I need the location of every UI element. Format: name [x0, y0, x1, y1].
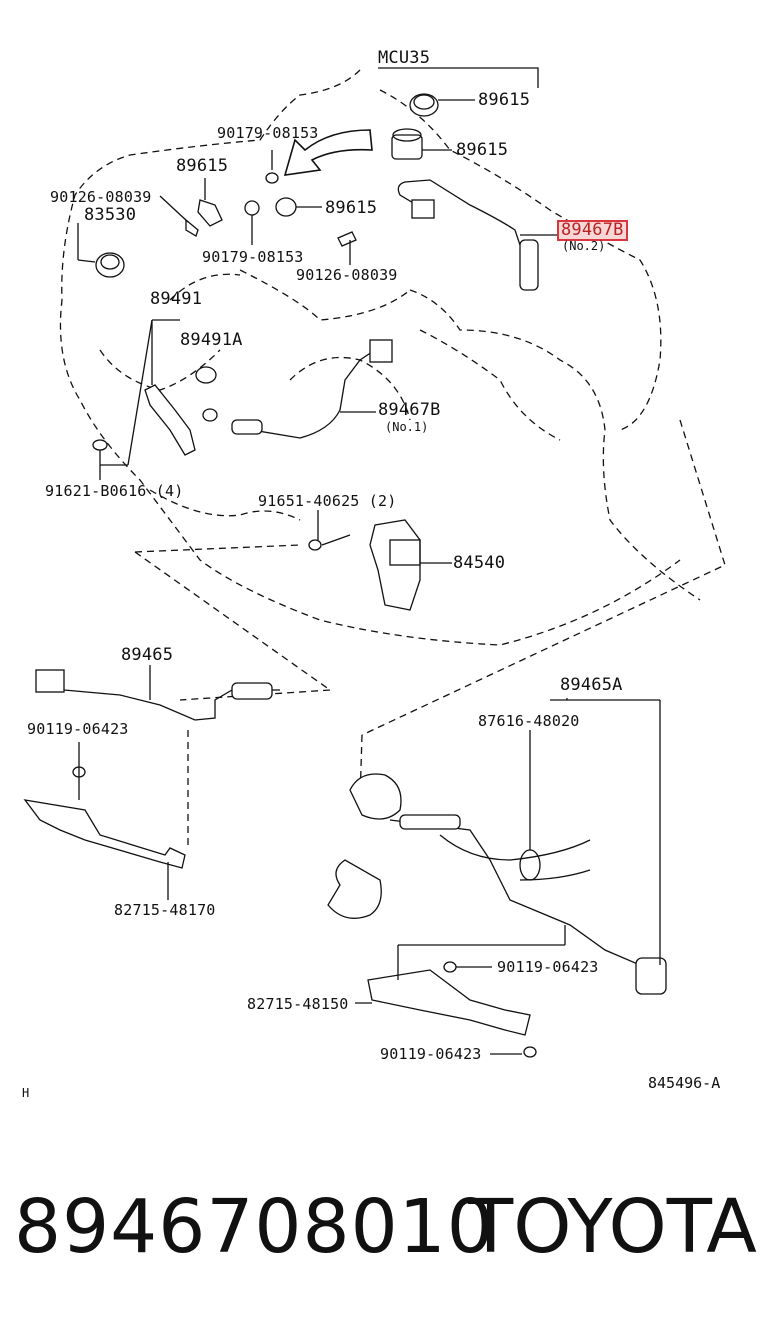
label-bolt-mid: 90179-08153 — [202, 248, 304, 266]
label-bolt-91621: 91621-B0616 (4) — [45, 482, 184, 500]
sensor-89491 — [127, 319, 218, 466]
connector-dashed — [134, 551, 331, 691]
knock-sensor-1 — [409, 93, 475, 117]
label-bolt-right: 90119-06423 — [497, 958, 599, 976]
label-bolt-91651: 91651-40625 (2) — [258, 492, 397, 510]
o2-sensor-89465a — [327, 698, 667, 995]
bolt-91621 — [92, 439, 128, 480]
label-screw-left: 90126-08039 — [50, 188, 152, 206]
label-knock-sensor-1: 89615 — [478, 90, 531, 110]
label-o2-no1-sub: (No.1) — [385, 420, 429, 434]
knock-sensor-2 — [391, 128, 452, 160]
reference-number: 845496-A — [648, 1074, 721, 1092]
engine-outline — [59, 69, 681, 646]
label-bracket-right: 82715-48150 — [247, 995, 349, 1013]
label-o2-sensor-no1: 89467B — [378, 400, 441, 420]
label-o2-sensor-89465a: 89465A — [560, 675, 623, 695]
switch-84540 — [308, 510, 452, 611]
model-bracket — [378, 67, 539, 88]
corner-mark: H — [22, 1086, 30, 1100]
label-model: MCU35 — [378, 48, 431, 68]
footer-part-number: 8946708010 — [14, 1184, 495, 1270]
label-switch-83530: 83530 — [84, 205, 137, 225]
label-screw-mid: 90126-08039 — [296, 266, 398, 284]
label-o2-sensor-89465: 89465 — [121, 645, 174, 665]
sensor-mid — [244, 150, 357, 265]
label-knock-sensor-2: 89615 — [456, 140, 509, 160]
label-bolt-bottom: 90119-06423 — [380, 1045, 482, 1063]
label-bolt-left: 90119-06423 — [27, 720, 129, 738]
switch-83530 — [77, 223, 125, 278]
label-sensor-left: 89615 — [176, 156, 229, 176]
footer-brand: TOYOTA — [468, 1184, 757, 1270]
label-sensor-89491: 89491 — [150, 289, 203, 309]
bracket-82715-48170 — [23, 742, 186, 900]
label-sensor-89491a: 89491A — [180, 330, 243, 350]
o2-sensor-no2 — [397, 179, 558, 291]
label-clamp: 87616-48020 — [478, 712, 580, 730]
label-o2-no2-sub: (No.2) — [562, 239, 606, 253]
sensor-left — [159, 178, 223, 237]
label-bracket-left: 82715-48170 — [114, 901, 216, 919]
o2-sensor-no1 — [231, 339, 393, 439]
label-sensor-mid: 89615 — [325, 198, 378, 218]
label-switch-84540: 84540 — [453, 553, 506, 573]
bracket-82715-48150 — [355, 925, 566, 1058]
direction-arrow — [283, 129, 373, 176]
label-o2-sensor-no2: 89467B — [557, 220, 628, 241]
label-bolt-upper: 90179-08153 — [217, 124, 319, 142]
o2-sensor-89465 — [35, 665, 280, 721]
